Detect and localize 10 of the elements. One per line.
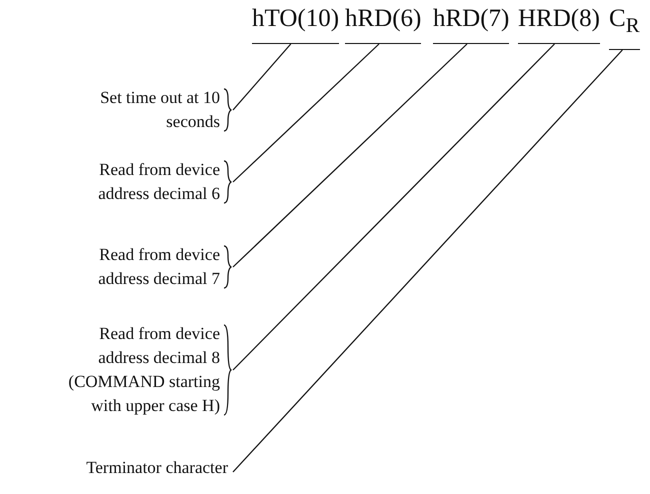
annotation-text: Set time out at 10 seconds [100,87,220,133]
annotation-text: Read from device address decimal 8 (COMMAND starting with upper case H) [67,323,220,417]
annotation-text: Terminator character [86,457,228,479]
leader-line [232,44,292,110]
leader-line [232,44,468,268]
leader-line [232,44,555,370]
annotation-text: Read from device address decimal 6 [97,159,220,205]
leader-line [232,44,380,182]
leader-line [232,50,623,472]
annotation-text: Read from device address decimal 7 [97,244,220,290]
